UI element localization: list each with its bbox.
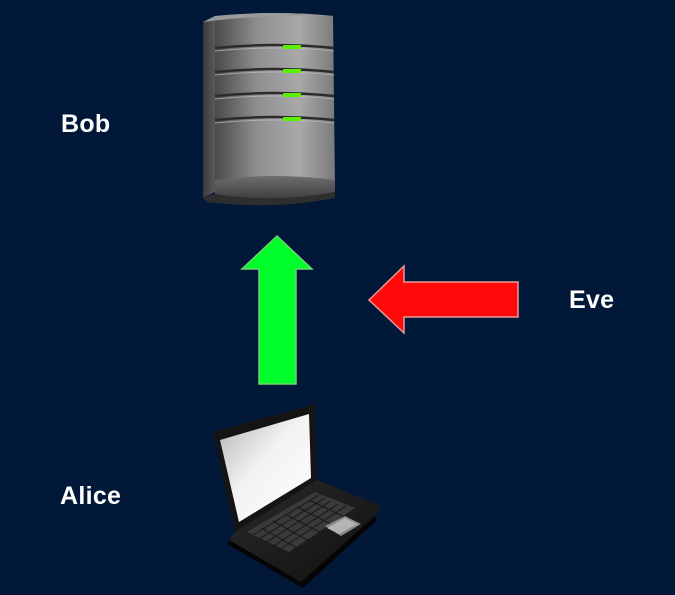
- laptop-icon: [213, 404, 381, 588]
- status-led: [283, 45, 301, 49]
- alice-label: Alice: [60, 482, 122, 510]
- bob-label: Bob: [61, 110, 111, 138]
- status-led: [283, 117, 301, 121]
- status-led: [283, 69, 301, 73]
- status-led: [283, 93, 301, 97]
- status-led-group: [283, 45, 301, 121]
- eve-label: Eve: [569, 286, 615, 314]
- up-arrow-icon: [240, 234, 314, 385]
- left-arrow-icon: [367, 264, 519, 335]
- server-icon: [203, 13, 335, 206]
